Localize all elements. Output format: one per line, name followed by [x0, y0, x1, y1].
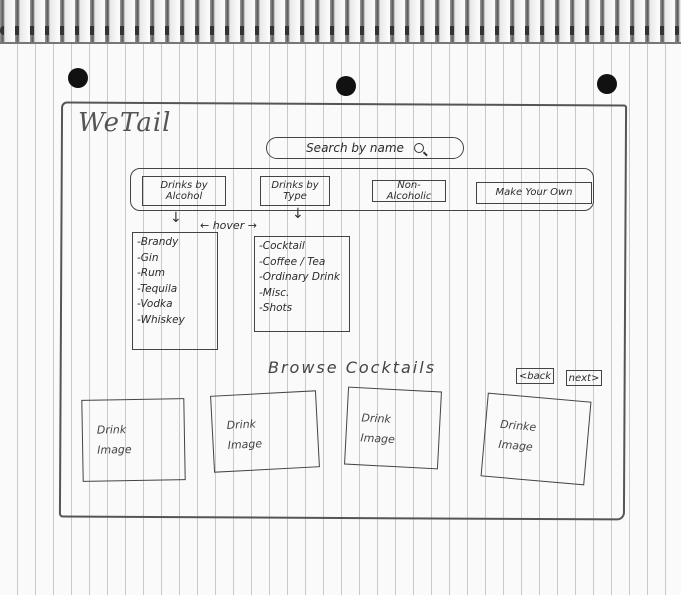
- paper-hole: [68, 68, 88, 88]
- app-logo[interactable]: WeTail: [78, 108, 172, 138]
- dropdown-item[interactable]: -Whiskey: [137, 313, 185, 326]
- dropdown-item[interactable]: -Misc.: [259, 286, 290, 299]
- dropdown-item[interactable]: -Cocktail: [259, 240, 305, 252]
- nav-drinks-by-alcohol[interactable]: Drinks by Alcohol: [142, 176, 226, 206]
- search-input[interactable]: Search by name: [266, 137, 464, 159]
- search-icon[interactable]: [413, 143, 424, 153]
- type-dropdown: -Cocktail -Coffee / Tea -Ordinary Drink …: [254, 236, 350, 332]
- alcohol-dropdown: -Brandy -Gin -Rum -Tequila -Vodka -Whisk…: [132, 232, 218, 350]
- drink-card-line: Image: [97, 443, 132, 457]
- drink-card[interactable]: Drink Image: [210, 390, 320, 473]
- drink-card-line: Image: [227, 437, 263, 452]
- dropdown-item[interactable]: -Coffee / Tea: [259, 255, 326, 268]
- browse-title: Browse Cocktails: [268, 358, 437, 377]
- drink-card[interactable]: Drinke Image: [480, 392, 592, 486]
- nav-non-alcoholic[interactable]: Non-Alcoholic: [372, 180, 446, 202]
- dropdown-item[interactable]: -Rum: [137, 267, 165, 279]
- search-label: Search by name: [306, 141, 404, 155]
- dropdown-item[interactable]: -Vodka: [137, 298, 173, 310]
- dropdown-item[interactable]: -Tequila: [137, 282, 178, 295]
- drink-card[interactable]: Drink Image: [81, 398, 186, 482]
- drink-card[interactable]: Drink Image: [344, 386, 442, 470]
- drink-card-line: Image: [360, 431, 396, 447]
- arrow-down-icon: ↓: [292, 206, 304, 222]
- nav-drinks-by-type[interactable]: Drinks by Type: [260, 176, 330, 206]
- nav-make-your-own[interactable]: Make Your Own: [476, 182, 592, 204]
- spiral-binding: [0, 0, 681, 44]
- paper-hole: [597, 74, 617, 94]
- hover-annotation: ← hover →: [200, 219, 257, 232]
- dropdown-item[interactable]: -Brandy: [137, 236, 179, 248]
- dropdown-item[interactable]: -Shots: [259, 302, 293, 314]
- category-nav: [130, 168, 594, 211]
- next-button[interactable]: next>: [566, 370, 602, 386]
- paper-hole: [336, 76, 356, 96]
- dropdown-item[interactable]: -Gin: [137, 251, 159, 264]
- dropdown-item[interactable]: -Ordinary Drink: [259, 271, 340, 283]
- arrow-down-icon: ↓: [170, 210, 182, 226]
- back-button[interactable]: <back: [516, 368, 554, 384]
- drink-card-line: Drink: [96, 423, 127, 437]
